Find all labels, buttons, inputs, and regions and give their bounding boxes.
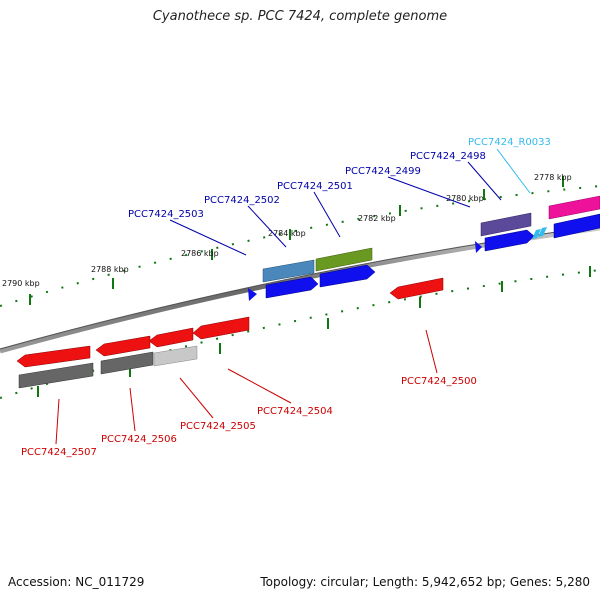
gene-feature-R0033-a[interactable] bbox=[532, 229, 541, 239]
gene-feature-R0033-b[interactable] bbox=[538, 227, 547, 237]
gene-feature-2503[interactable] bbox=[248, 288, 257, 301]
gene-feature-fragment[interactable] bbox=[475, 241, 482, 253]
label-PCC7424_2507[interactable]: PCC7424_2507 bbox=[21, 447, 97, 458]
gene-feature-2498-cds[interactable] bbox=[484, 229, 535, 252]
reverse-lane bbox=[16, 277, 444, 389]
scale-label-2782: 2782 kbp bbox=[358, 214, 396, 223]
scale-label-2790: 2790 kbp bbox=[2, 279, 40, 288]
genome-summary-text: Topology: circular; Length: 5,942,652 bp… bbox=[260, 575, 590, 589]
gene-feature-2502[interactable] bbox=[262, 259, 315, 283]
gene-feature-2501-cds[interactable] bbox=[319, 264, 376, 288]
forward-lower-lane bbox=[248, 213, 600, 301]
label-PCC7424_2503[interactable]: PCC7424_2503 bbox=[128, 209, 204, 220]
label-PCC7424_2505[interactable]: PCC7424_2505 bbox=[180, 421, 256, 432]
forward-scale-track bbox=[0, 176, 600, 307]
label-PCC7424_2501[interactable]: PCC7424_2501 bbox=[277, 181, 353, 192]
scale-label-2784: 2784 kbp bbox=[268, 229, 306, 238]
map-title: Cyanothece sp. PCC 7424, complete genome bbox=[152, 9, 448, 24]
gene-feature-2505-cds[interactable] bbox=[148, 327, 194, 348]
scale-label-2788: 2788 kbp bbox=[91, 265, 129, 274]
label-PCC7424_2504[interactable]: PCC7424_2504 bbox=[257, 406, 333, 417]
gene-feature-2501[interactable] bbox=[315, 247, 373, 272]
accession-text: Accession: NC_011729 bbox=[8, 575, 145, 589]
label-PCC7424_R0033[interactable]: PCC7424_R0033 bbox=[468, 137, 551, 148]
gene-feature-pink[interactable] bbox=[548, 195, 600, 220]
gene-feature-2507[interactable] bbox=[18, 362, 94, 389]
label-PCC7424_2500[interactable]: PCC7424_2500 bbox=[401, 376, 477, 387]
gene-feature-2500[interactable] bbox=[389, 277, 444, 300]
reverse-scale-track bbox=[0, 266, 600, 399]
gene-feature-2504[interactable] bbox=[192, 316, 250, 340]
scale-label-2778: 2778 kbp bbox=[534, 173, 572, 182]
label-PCC7424_2506[interactable]: PCC7424_2506 bbox=[101, 434, 177, 445]
forward-upper-lane bbox=[262, 195, 600, 283]
gene-feature-forward[interactable] bbox=[553, 213, 600, 239]
scale-label-2786: 2786 kbp bbox=[181, 249, 219, 258]
gene-feature-2506-cds[interactable] bbox=[95, 335, 151, 357]
gene-feature-2502-cds[interactable] bbox=[265, 276, 319, 299]
gene-feature-2507-cds[interactable] bbox=[16, 345, 91, 368]
label-PCC7424_2498[interactable]: PCC7424_2498 bbox=[410, 151, 486, 162]
scale-label-2780: 2780 kbp bbox=[446, 194, 484, 203]
gene-feature-2506[interactable] bbox=[100, 351, 154, 375]
label-PCC7424_2502[interactable]: PCC7424_2502 bbox=[204, 195, 280, 206]
leader-lines bbox=[55, 148, 531, 445]
gene-feature-2505[interactable] bbox=[153, 345, 198, 367]
gene-feature-2498[interactable] bbox=[480, 212, 532, 237]
label-PCC7424_2499[interactable]: PCC7424_2499 bbox=[345, 166, 421, 177]
